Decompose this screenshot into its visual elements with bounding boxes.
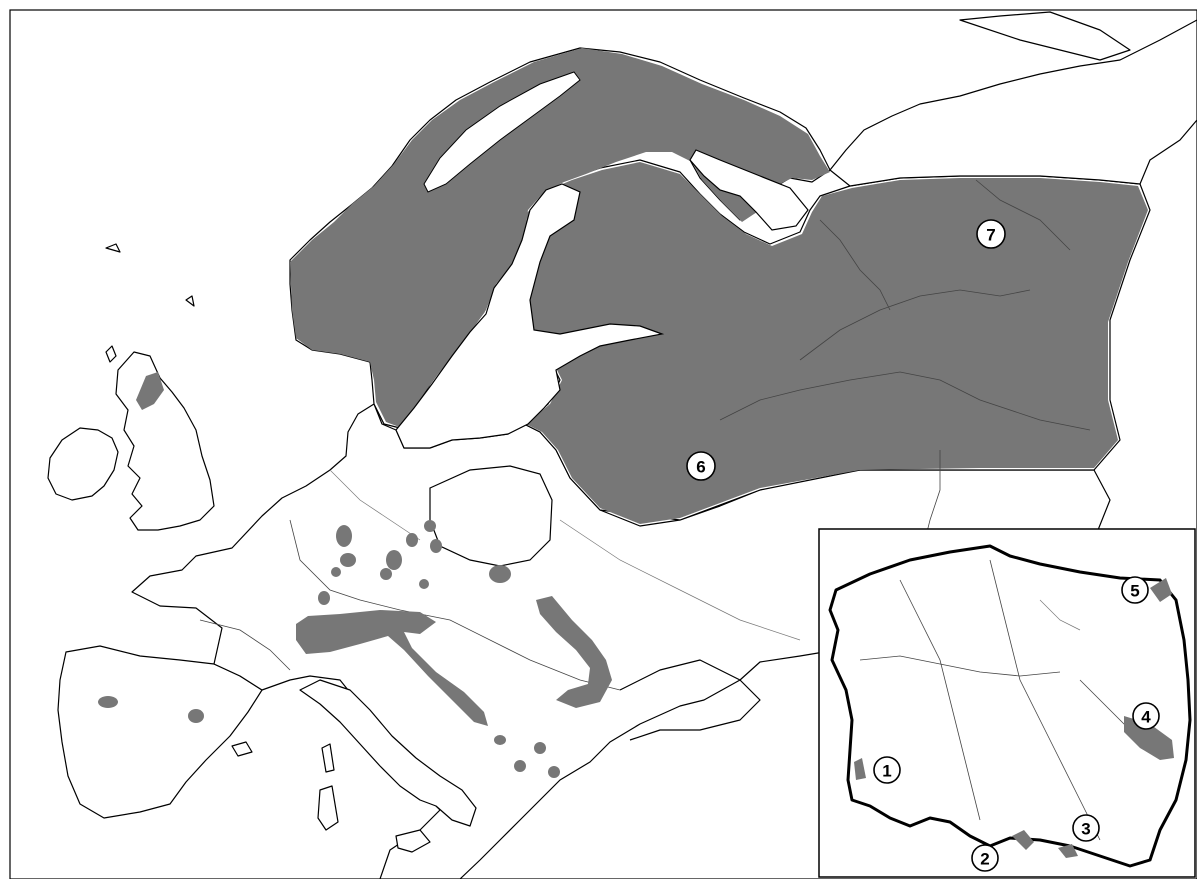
region-label-7-text: 7 xyxy=(986,226,995,245)
inset-range-1 xyxy=(854,758,866,780)
inset-label-1: 1 xyxy=(873,756,901,784)
faroe-island xyxy=(105,243,121,253)
black-sea-coast xyxy=(619,659,761,741)
range-scotland xyxy=(136,372,164,410)
inset-label-4-text: 4 xyxy=(1141,708,1151,727)
range-spot xyxy=(336,525,352,547)
russian-north-coast xyxy=(829,19,1197,187)
range-spot xyxy=(406,533,418,547)
inset-label-1-text: 1 xyxy=(882,762,891,781)
scandes-mountain-gap xyxy=(423,71,581,193)
range-spot xyxy=(188,709,204,723)
volga-river xyxy=(719,371,1091,431)
range-alps xyxy=(296,610,488,726)
inset-range-5 xyxy=(1150,578,1172,602)
sicily-island xyxy=(395,829,431,853)
iberia-landmass xyxy=(57,645,263,819)
range-spot xyxy=(424,520,436,532)
range-spot xyxy=(494,735,506,745)
range-spot xyxy=(419,579,429,589)
inset-label-2: 2 xyxy=(971,844,999,872)
range-spot xyxy=(489,565,511,583)
range-spot xyxy=(318,591,330,605)
inset-range-3 xyxy=(1058,844,1078,858)
region-label-6: 6 xyxy=(686,451,716,481)
italy-peninsula xyxy=(299,679,477,827)
inset-label-4: 4 xyxy=(1132,702,1160,730)
range-carpathians xyxy=(536,596,612,708)
novaya-zemlya xyxy=(959,11,1131,61)
poland-border xyxy=(828,544,1192,868)
region-label-6-text: 6 xyxy=(696,458,705,477)
inset-border-line xyxy=(1039,599,1081,631)
dvina-river xyxy=(819,219,891,311)
shetland-island xyxy=(185,295,195,307)
balearic-island xyxy=(231,741,253,757)
corsica-island xyxy=(321,743,335,773)
inset-range-4 xyxy=(1124,716,1174,760)
inset-label-3-text: 3 xyxy=(1081,820,1090,839)
range-spot xyxy=(331,567,341,577)
range-spot xyxy=(548,766,560,778)
rhone-river xyxy=(199,619,291,671)
poland-inset: 1 2 3 4 5 xyxy=(818,528,1196,878)
hebrides-island xyxy=(105,345,117,363)
inset-label-2-text: 2 xyxy=(980,850,989,869)
range-spot xyxy=(514,760,526,772)
range-spot xyxy=(98,696,118,708)
inset-range-2 xyxy=(1012,830,1034,850)
inset-label-5: 5 xyxy=(1121,576,1149,604)
white-sea xyxy=(689,149,809,231)
range-boreal-east xyxy=(522,162,1148,524)
range-spot xyxy=(534,742,546,754)
warta-river xyxy=(859,655,1061,677)
sardinia-island xyxy=(317,785,339,831)
range-spot xyxy=(430,539,442,553)
vistula-river xyxy=(989,559,1101,841)
map-frame xyxy=(9,9,1197,879)
oder-river xyxy=(899,579,981,821)
range-spot xyxy=(386,550,402,570)
kama-river xyxy=(799,289,1031,361)
border-line-east xyxy=(559,519,801,641)
inset-label-5-text: 5 xyxy=(1130,582,1139,601)
pechora-river xyxy=(975,179,1071,251)
inset-label-3: 3 xyxy=(1072,814,1100,842)
danube-river xyxy=(289,519,621,691)
range-spot xyxy=(340,553,356,567)
range-spot xyxy=(380,568,392,580)
border-line xyxy=(329,469,421,541)
range-boreal-main xyxy=(290,48,830,428)
baltic-sea xyxy=(395,183,665,449)
ireland-landmass xyxy=(47,427,119,501)
region-label-7: 7 xyxy=(976,219,1006,249)
